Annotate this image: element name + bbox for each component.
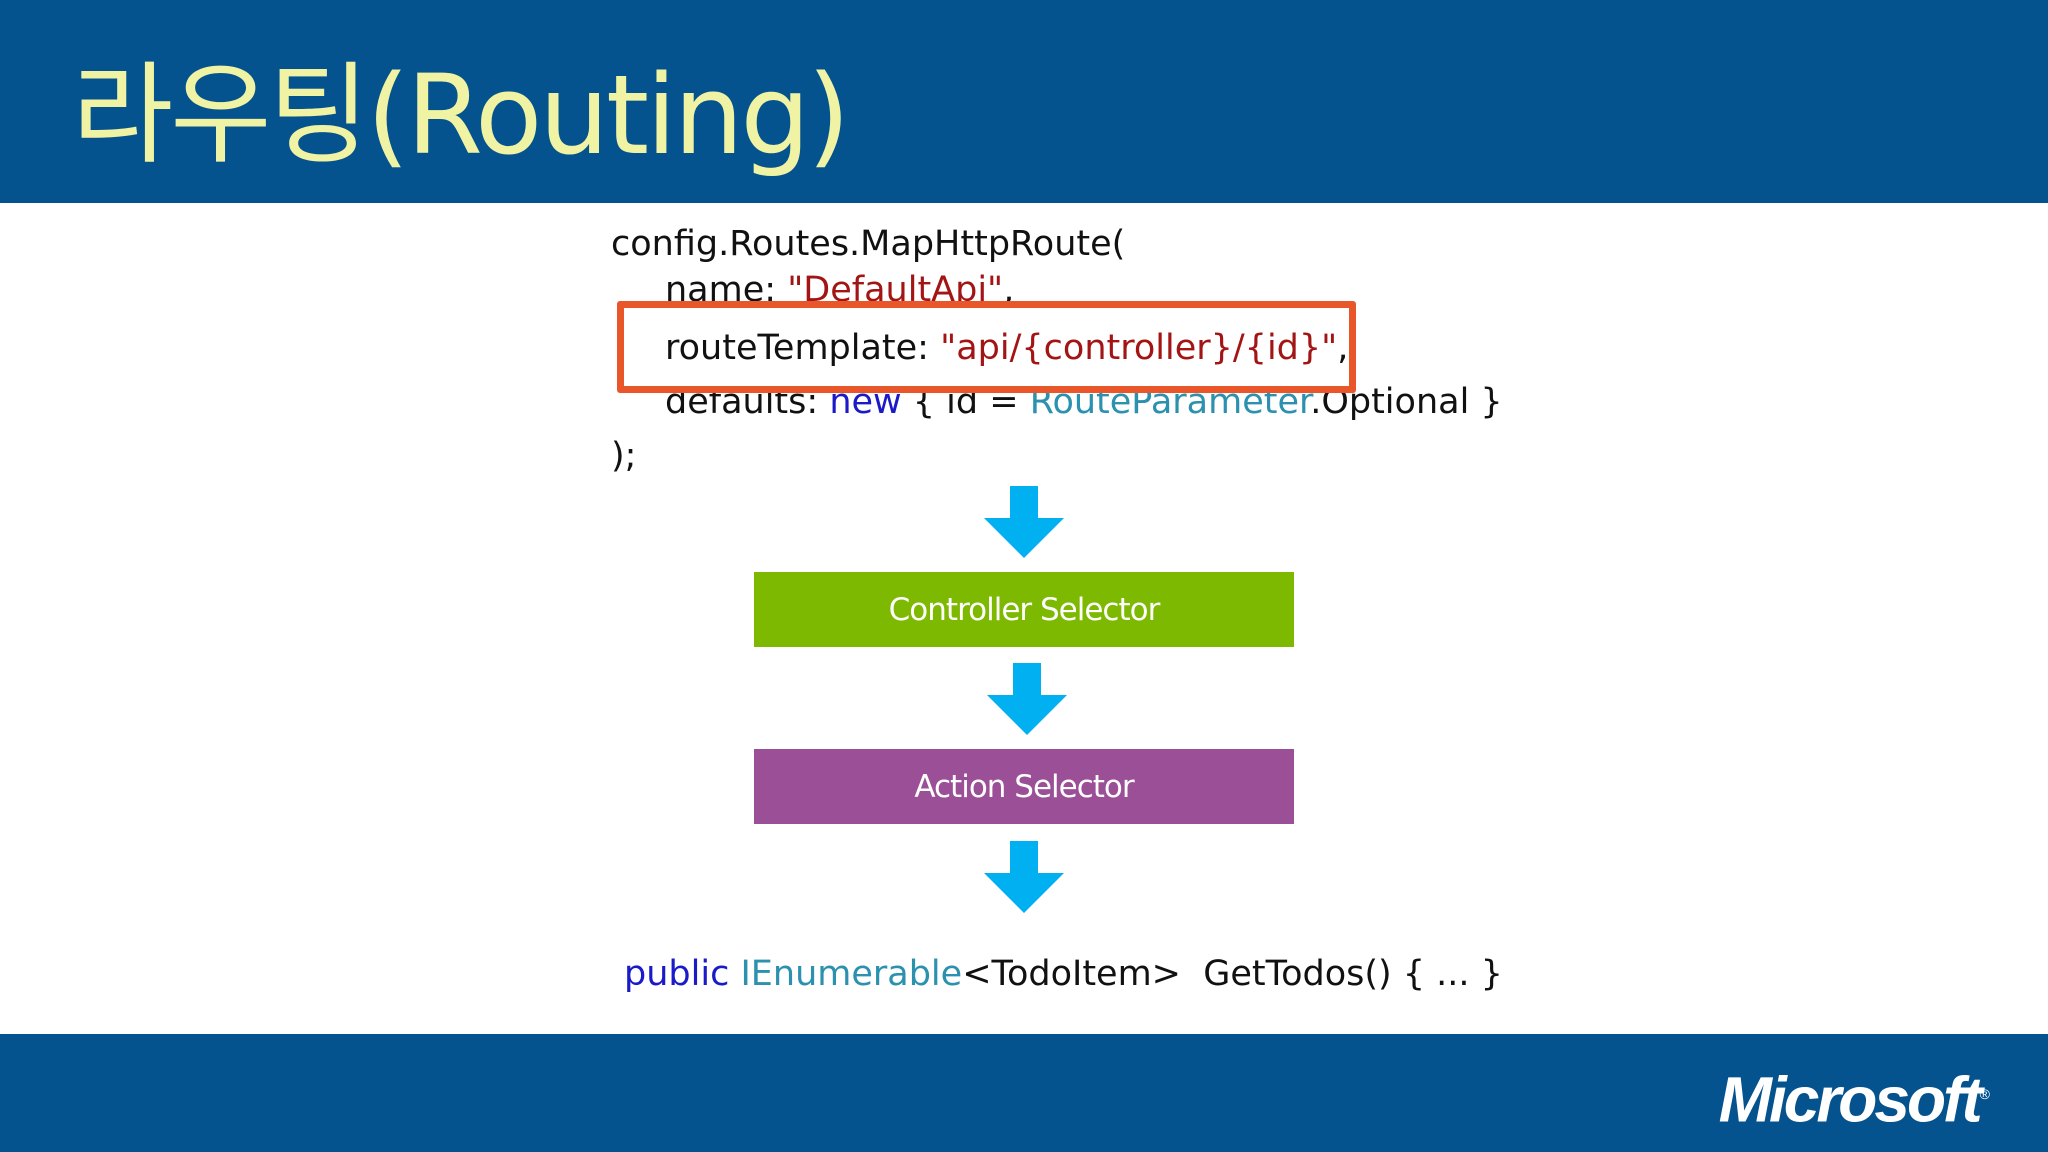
down-arrow-icon — [984, 486, 1064, 558]
code-line-3: routeTemplate: "api/{controller}/{id}", — [665, 322, 1348, 374]
footer-bar: Microsoft® — [0, 1034, 2048, 1152]
code-line-5: ); — [611, 436, 637, 476]
slide-title: 라우팅(Routing) — [72, 51, 850, 179]
microsoft-logo: Microsoft® — [1719, 1054, 1990, 1139]
code-line-1: config.Routes.MapHttpRoute( — [611, 224, 1126, 264]
code-line-3-key: routeTemplate: — [665, 328, 941, 368]
code-line-2-end: , — [1003, 270, 1015, 310]
controller-selector-box: Controller Selector — [754, 572, 1294, 647]
signature-rest: <TodoItem> GetTodos() { ... } — [962, 954, 1503, 994]
code-line-3-value: "api/{controller}/{id}" — [940, 328, 1338, 368]
down-arrow-icon — [987, 663, 1067, 735]
code-line-3-end: , — [1337, 328, 1349, 368]
signature-type: IEnumerable — [740, 954, 963, 994]
title-bar: 라우팅(Routing) — [0, 0, 2048, 203]
logo-text: Microsoft — [1718, 1063, 1983, 1136]
action-selector-box: Action Selector — [754, 749, 1294, 824]
route-template-highlight — [617, 301, 1356, 393]
registered-mark: ® — [1979, 1086, 1990, 1102]
method-signature: public IEnumerable<TodoItem> GetTodos() … — [624, 948, 1503, 1000]
signature-keyword: public — [624, 954, 730, 994]
down-arrow-icon — [984, 841, 1064, 913]
